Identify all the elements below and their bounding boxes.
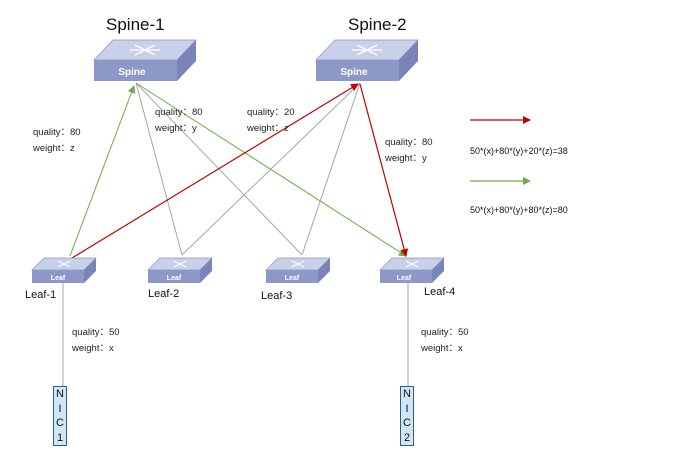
- quality-text: quality：80: [155, 107, 203, 118]
- link-label-spine1-leaf4: quality：80 weight：y: [155, 105, 203, 137]
- nic-1-char: N: [56, 388, 64, 401]
- nic-1-box: N I C 1: [53, 386, 67, 446]
- nic-1-char: 1: [56, 431, 64, 444]
- nic-2-char: I: [405, 402, 409, 415]
- legend-red-formula: 50*(x)+80*(y)+20*(z)=38: [470, 146, 568, 156]
- nic-2-char: N: [403, 388, 411, 401]
- link-label-leaf4-nic2: quality：50 weight：x: [421, 325, 469, 357]
- legend-green-formula: 50*(x)+80*(y)+80*(z)=80: [470, 205, 568, 215]
- leaf-4-name: Leaf-4: [424, 286, 456, 298]
- leaf-1-badge: Leaf: [51, 275, 66, 282]
- quality-text: quality：50: [72, 327, 120, 338]
- spine-2-badge: Spine: [340, 67, 368, 78]
- weight-text: weight：x: [421, 343, 463, 354]
- link-label-leaf1-spine1: quality：80 weight：z: [33, 125, 81, 157]
- weight-text: weight：y: [385, 153, 427, 164]
- link-green-spine1-leaf4: [135, 82, 407, 257]
- link-spine1-leaf2: [135, 82, 183, 256]
- spine-2-title: Spine-2: [348, 15, 407, 34]
- quality-text: quality：50: [421, 327, 469, 338]
- link-label-leaf1-spine2: quality：20 weight：z: [247, 105, 295, 137]
- spine-1-title: Spine-1: [106, 15, 165, 34]
- weight-text: weight：z: [33, 143, 75, 154]
- nic-1-char: I: [58, 402, 62, 415]
- leaf-2-switch-icon: Leaf: [147, 257, 213, 283]
- quality-text: quality：80: [33, 127, 81, 138]
- link-green-leaf1-spine1: [69, 85, 136, 257]
- leaf-1-switch-icon: Leaf: [31, 257, 97, 283]
- nic-1-char: C: [56, 417, 64, 430]
- nic-2-char: 2: [403, 431, 411, 444]
- nic-2-box: N I C 2: [400, 386, 414, 446]
- weight-text: weight：z: [247, 123, 289, 134]
- link-red-leaf1-spine2: [71, 83, 359, 259]
- weight-text: weight：x: [72, 343, 114, 354]
- leaf-1-name: Leaf-1: [25, 289, 57, 301]
- quality-text: quality：80: [385, 137, 433, 148]
- leaf-3-name: Leaf-3: [261, 290, 293, 302]
- leaf-4-badge: Leaf: [397, 275, 412, 282]
- spine-1-switch-icon: Spine: [93, 39, 197, 81]
- link-spine2-leaf3: [301, 82, 361, 256]
- weight-text: weight：y: [155, 123, 197, 134]
- leaf-3-switch-icon: Leaf: [265, 257, 331, 283]
- nic-2-char: C: [403, 417, 411, 430]
- spine-1-badge: Spine: [118, 67, 146, 78]
- link-label-leaf1-nic1: quality：50 weight：x: [72, 325, 120, 357]
- quality-text: quality：20: [247, 107, 295, 118]
- link-label-spine2-leaf4: quality：80 weight：y: [385, 135, 433, 167]
- leaf-3-badge: Leaf: [285, 275, 300, 282]
- link-red-spine2-leaf4: [359, 83, 409, 257]
- leaf-2-badge: Leaf: [167, 275, 182, 282]
- spine-2-switch-icon: Spine: [315, 39, 419, 81]
- leaf-2-name: Leaf-2: [148, 288, 180, 300]
- leaf-4-switch-icon: Leaf: [379, 257, 445, 283]
